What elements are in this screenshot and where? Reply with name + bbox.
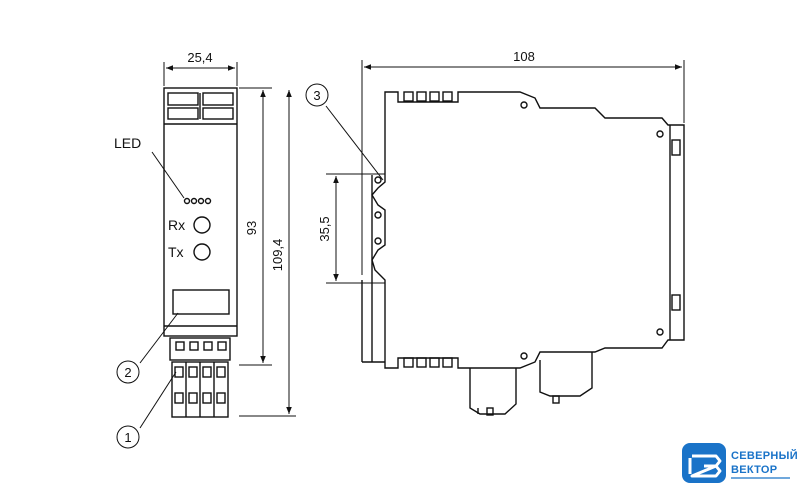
dim-overall-height: [239, 90, 296, 417]
callout-1: 1: [116, 425, 140, 449]
svg-text:3: 3: [313, 88, 320, 103]
callout-3: 3: [305, 83, 329, 107]
top-vent-left: [167, 92, 199, 106]
dim-front-width-label: 25,4: [187, 50, 212, 65]
logo-line-1: СЕВЕРНЫЙ: [731, 449, 798, 462]
led-dot-3: [197, 197, 205, 205]
svg-text:2: 2: [124, 365, 131, 380]
connector-top: [169, 337, 231, 361]
dim-body-height-label: 93: [244, 221, 259, 235]
dim-rail-pitch: [326, 173, 385, 284]
callout-2: 2: [116, 360, 140, 384]
led-dot-4: [204, 197, 212, 205]
tx-label: Tx: [168, 244, 184, 260]
top-vent-left-2: [167, 107, 199, 120]
logo-mark-icon: [682, 443, 726, 483]
dim-front-width: [163, 62, 238, 86]
svg-text:1: 1: [124, 430, 131, 445]
plug-left: [469, 368, 517, 415]
rx-label: Rx: [168, 217, 185, 233]
dim-side-width: [361, 60, 685, 275]
side-housing: [371, 91, 685, 369]
front-housing: [163, 87, 238, 337]
led-dot-1: [183, 197, 191, 205]
logo-line-2: ВЕКТОР: [731, 464, 777, 476]
side-view: [325, 91, 685, 416]
rx-indicator: [193, 216, 211, 234]
tx-indicator: [193, 243, 211, 261]
top-vent-right: [202, 92, 234, 106]
dim-side-width-label: 108: [513, 49, 535, 64]
led-label: LED: [114, 135, 141, 151]
top-vent-right-2: [202, 107, 234, 120]
dim-body-height: [239, 87, 272, 366]
dim-overall-height-label: 109,4: [270, 239, 285, 272]
severny-vektor-logo: СЕВЕРНЫЙ ВЕКТОР: [682, 443, 798, 483]
dim-rail-pitch-label: 35,5: [317, 216, 332, 241]
label-field: [172, 289, 230, 315]
plug-right: [539, 352, 593, 397]
led-dot-2: [190, 197, 198, 205]
front-view: [139, 87, 238, 429]
